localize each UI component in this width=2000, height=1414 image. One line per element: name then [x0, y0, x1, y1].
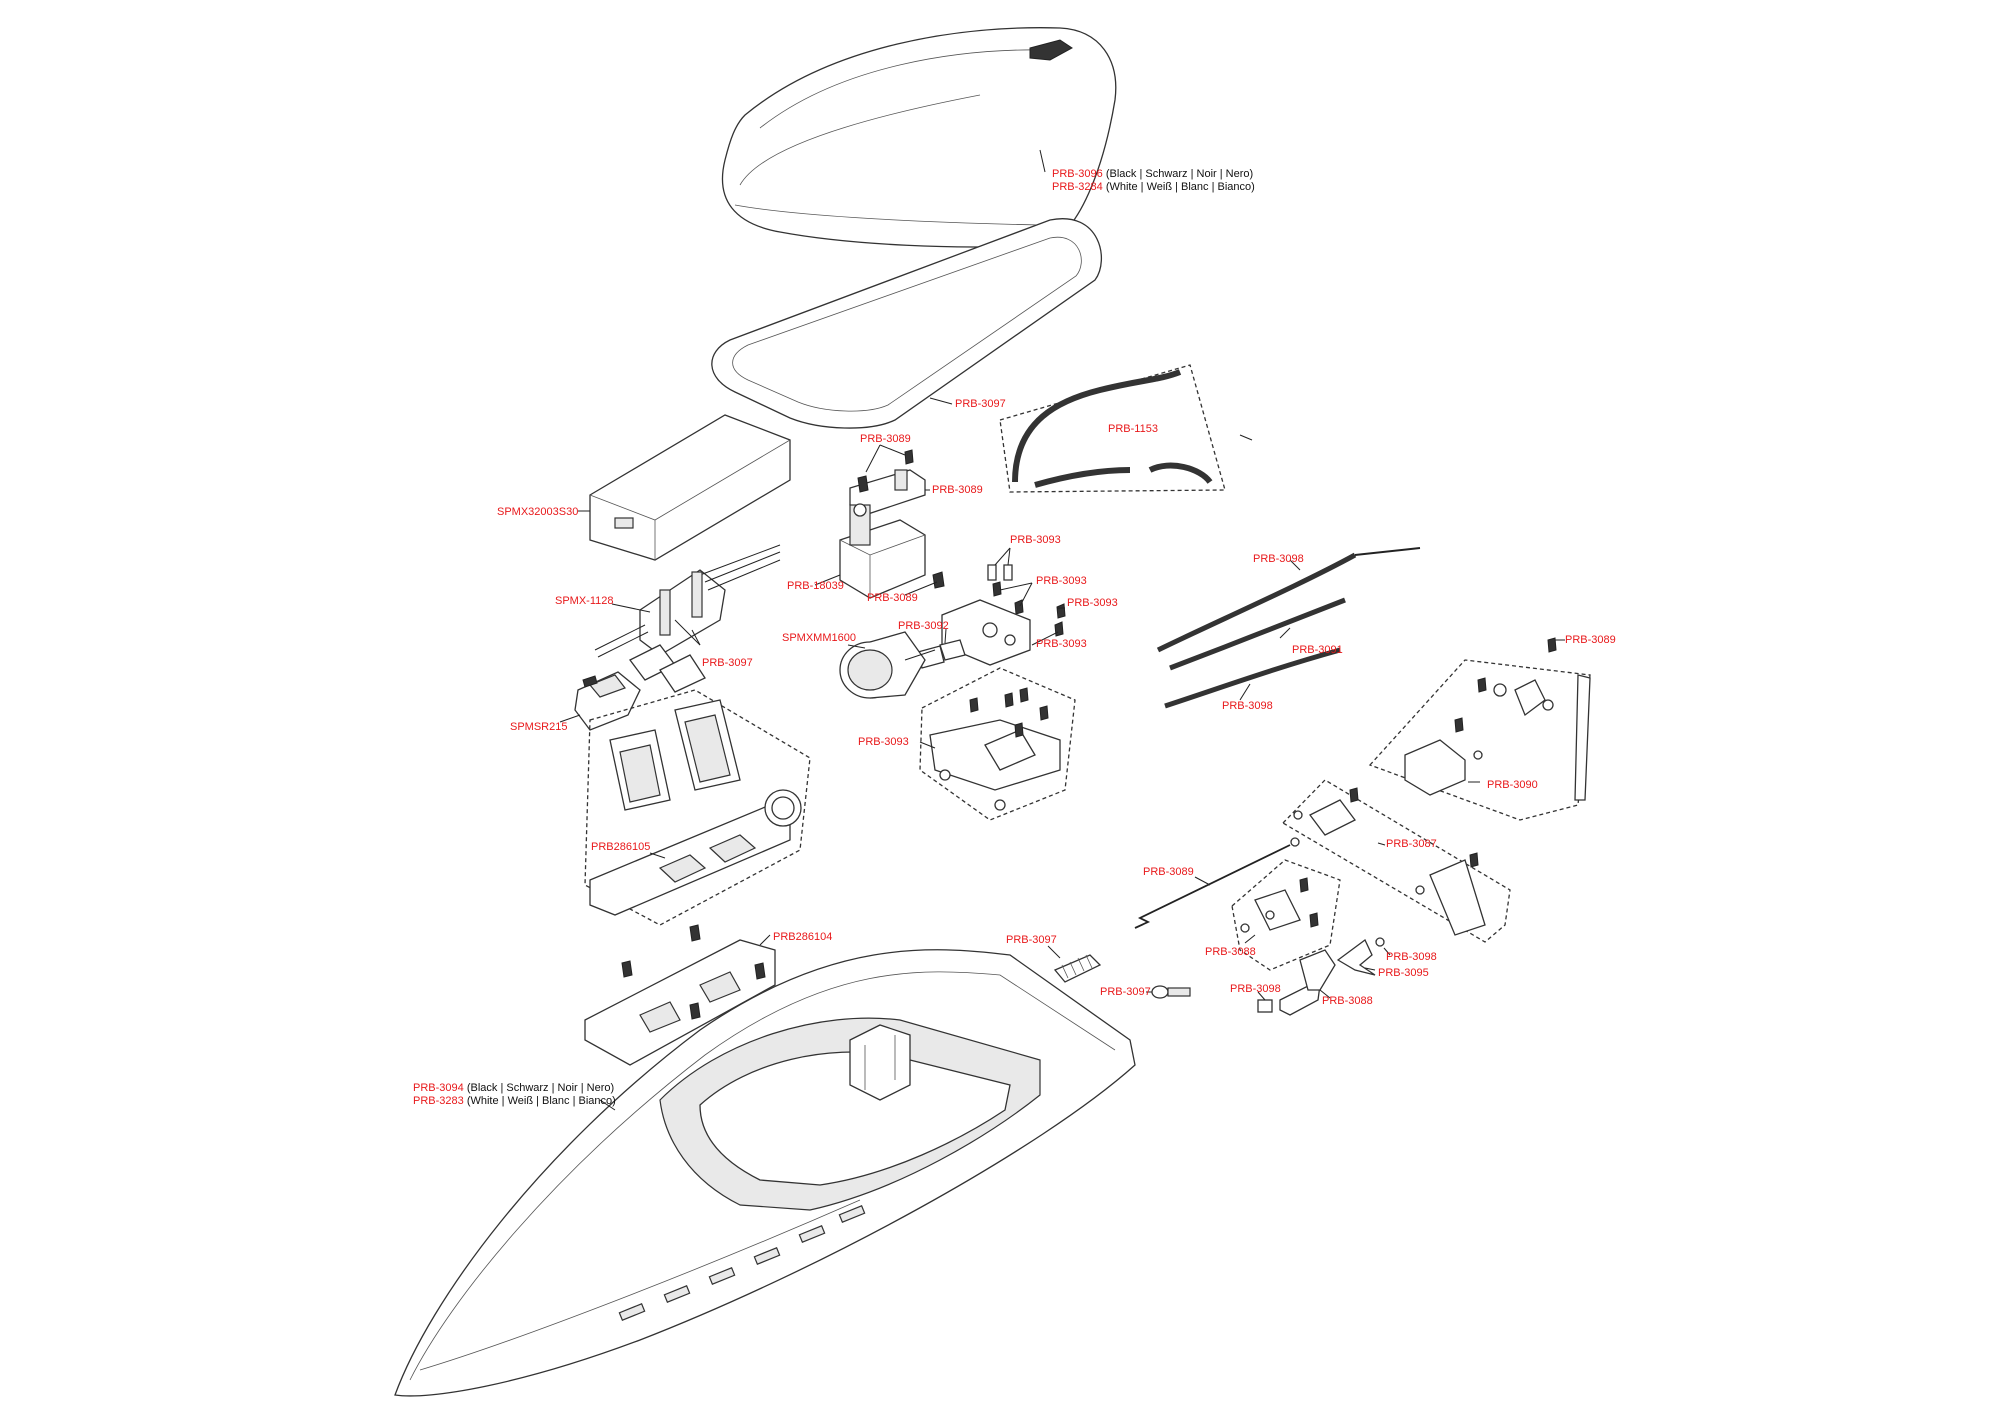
esc-part	[594, 544, 781, 658]
esc-label: SPMX-1128	[555, 595, 614, 607]
esc-straps-part	[629, 644, 706, 693]
hull-desc-2: (White | Weiß | Blanc | Bianco)	[466, 1095, 616, 1107]
canopy-part	[721, 27, 1117, 248]
hull-desc-1: (Black | Schwarz | Noir | Nero)	[466, 1082, 615, 1094]
collar-label: PRB-3097	[1100, 986, 1151, 998]
propeller-label: PRB-3095	[1378, 967, 1429, 979]
trim-tab-group-part	[1281, 779, 1511, 943]
motor-part	[839, 631, 936, 699]
fitting-top-label: PRB-3093	[1010, 534, 1061, 546]
collar-part	[1151, 985, 1191, 999]
prop-nut-label: PRB-3098	[1386, 951, 1437, 963]
motor-mount-screws-label: PRB-3093	[1036, 638, 1087, 650]
hose-label: PRB-1153	[1108, 423, 1158, 435]
motor-mount-group-part	[919, 667, 1076, 821]
bellows-part	[1053, 954, 1102, 983]
trim-tab-group-label: PRB-3087	[1386, 838, 1437, 850]
hose-part	[999, 364, 1226, 493]
strut-part	[1279, 949, 1336, 1016]
canopy-desc-2: (White | Weiß | Blanc | Bianco)	[1105, 181, 1255, 193]
strut-label: PRB-3088	[1322, 995, 1373, 1007]
canopy-label: PRB-3096 (Black | Schwarz | Noir | Nero)…	[1052, 168, 1255, 194]
motor-mount-block-part	[941, 599, 1031, 666]
receiver-part	[574, 671, 641, 731]
receiver-label: SPMSR215	[510, 721, 568, 733]
battery-tray-group-part	[584, 689, 811, 926]
esc-straps-label: PRB-3097	[702, 657, 753, 669]
tray-label: PRB286104	[773, 931, 833, 943]
stuffing-tube-label: PRB-3091	[1292, 644, 1343, 656]
hull-code-1: PRB-3094	[413, 1082, 464, 1094]
servo-part	[839, 503, 945, 599]
strut-group-label: PRB-3088	[1205, 946, 1256, 958]
canopy-code-1: PRB-3096	[1052, 168, 1103, 180]
shaft-collar-part	[1257, 999, 1273, 1013]
motor-mount-group-label: PRB-3093	[858, 736, 909, 748]
coupler-part	[917, 639, 966, 669]
motor-label: SPMXMM1600	[782, 632, 856, 644]
tray-part	[584, 924, 776, 1066]
servo-screws-label: PRB-3089	[867, 592, 918, 604]
pushrod-label: PRB-3089	[1143, 866, 1194, 878]
fitting-right-label: PRB-3093	[1067, 597, 1118, 609]
flex-shaft-part	[1156, 547, 1421, 653]
servo-arm-label: PRB-3089	[932, 484, 983, 496]
rudder-group-label: PRB-3090	[1487, 779, 1538, 791]
stuffing-tube-part	[1164, 597, 1346, 709]
bellows-label: PRB-3097	[1006, 934, 1057, 946]
coupler-label: PRB-3092	[898, 620, 949, 632]
shaft-collar-label: PRB-3098	[1230, 983, 1281, 995]
canopy-seal-part	[711, 218, 1102, 429]
battery-part	[589, 414, 791, 561]
rudder-group-part	[1368, 659, 1591, 821]
hull-part	[394, 949, 1136, 1397]
servo-label: PRB-18039	[787, 580, 844, 592]
rudder-screws-label: PRB-3089	[1565, 634, 1616, 646]
battery-label: SPMX32003S30	[497, 506, 579, 518]
battery-tray-group-label: PRB286105	[591, 841, 651, 853]
fitting-mid-label: PRB-3093	[1036, 575, 1087, 587]
hull-code-2: PRB-3283	[413, 1095, 464, 1107]
propeller-part	[1336, 937, 1385, 976]
shaft-tube-label: PRB-3098	[1222, 700, 1273, 712]
canopy-seal-label: PRB-3097	[955, 398, 1006, 410]
pushrod-part	[1134, 837, 1300, 929]
strut-group-part	[1231, 859, 1341, 971]
hull-label: PRB-3094 (Black | Schwarz | Noir | Nero)…	[413, 1082, 616, 1108]
flex-shaft-label: PRB-3098	[1253, 553, 1304, 565]
servo-screws-top-label: PRB-3089	[860, 433, 911, 445]
canopy-desc-1: (Black | Schwarz | Noir | Nero)	[1105, 168, 1254, 180]
canopy-code-2: PRB-3284	[1052, 181, 1103, 193]
